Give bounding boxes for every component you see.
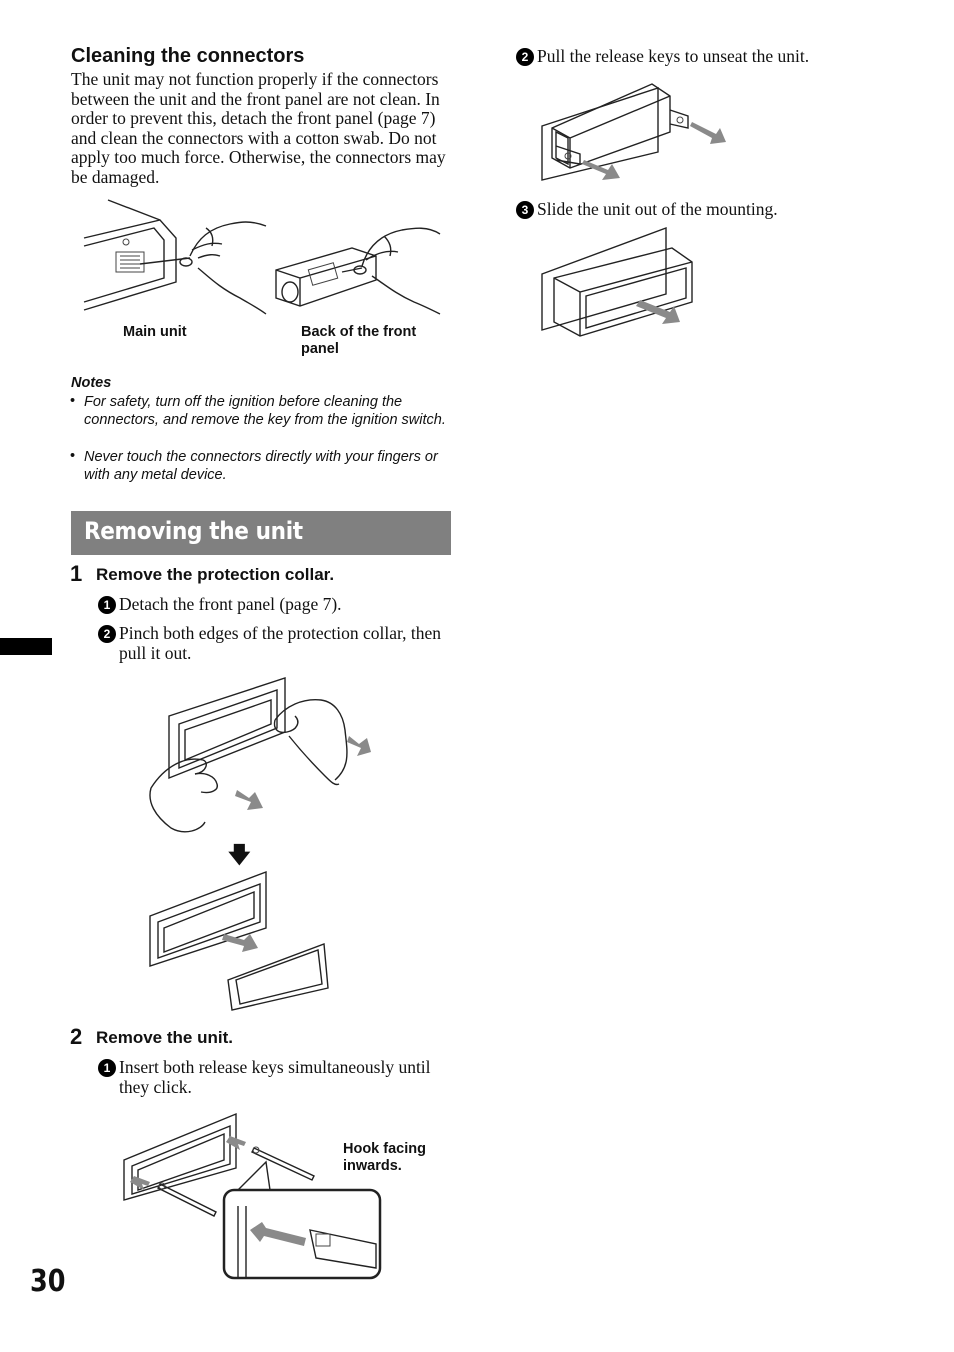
front-panel-cleaning-illustration <box>275 227 441 315</box>
note-item: For safety, turn off the ignition before… <box>84 394 446 428</box>
substep-text: Pinch both edges of the protection colla… <box>119 623 441 663</box>
caption-hook-facing: Hook facing inwards. <box>343 1141 426 1174</box>
step-title: Remove the unit. <box>96 1028 233 1047</box>
substep-marker: 2 <box>516 48 534 66</box>
substep-marker: 1 <box>98 1059 116 1077</box>
note-item: Never touch the connectors directly with… <box>84 449 438 483</box>
substep-text: Detach the front panel (page 7). <box>119 594 342 614</box>
section-banner-removing: Removing the unit <box>71 511 451 555</box>
caption-main-unit: Main unit <box>123 324 187 340</box>
notes-heading: Notes <box>71 375 112 391</box>
release-keys-insert-illustration <box>123 1112 382 1280</box>
step-number: 2 <box>70 1024 83 1049</box>
cleaning-body-text: The unit may not function properly if th… <box>71 69 446 187</box>
collar-removed-illustration <box>149 870 329 1011</box>
banner-title: Removing the unit <box>84 517 303 545</box>
unit-slide-out-illustration <box>541 226 693 337</box>
caption-back-front-panel: Back of the front panel <box>301 324 417 357</box>
substep-marker: 3 <box>516 201 534 219</box>
substep-marker: 1 <box>98 596 116 614</box>
note-bullet: • <box>70 448 76 464</box>
arrow-down-icon: 🡇 <box>228 843 251 868</box>
step-number: 1 <box>70 561 83 586</box>
substep-text: Insert both release keys simultaneously … <box>119 1057 431 1097</box>
release-keys-pull-illustration <box>541 83 726 181</box>
substep-marker: 2 <box>98 625 116 643</box>
collar-pinch-illustration <box>149 677 371 833</box>
substep-text: Slide the unit out of the mounting. <box>537 199 778 219</box>
substep-text: Pull the release keys to unseat the unit… <box>537 46 810 66</box>
section-title-cleaning: Cleaning the connectors <box>71 45 305 67</box>
main-unit-cleaning-illustration <box>83 199 267 315</box>
step-title: Remove the protection collar. <box>96 565 335 584</box>
side-tab-marker <box>0 638 52 655</box>
page-number: 30 <box>30 1264 66 1299</box>
note-bullet: • <box>70 393 76 409</box>
